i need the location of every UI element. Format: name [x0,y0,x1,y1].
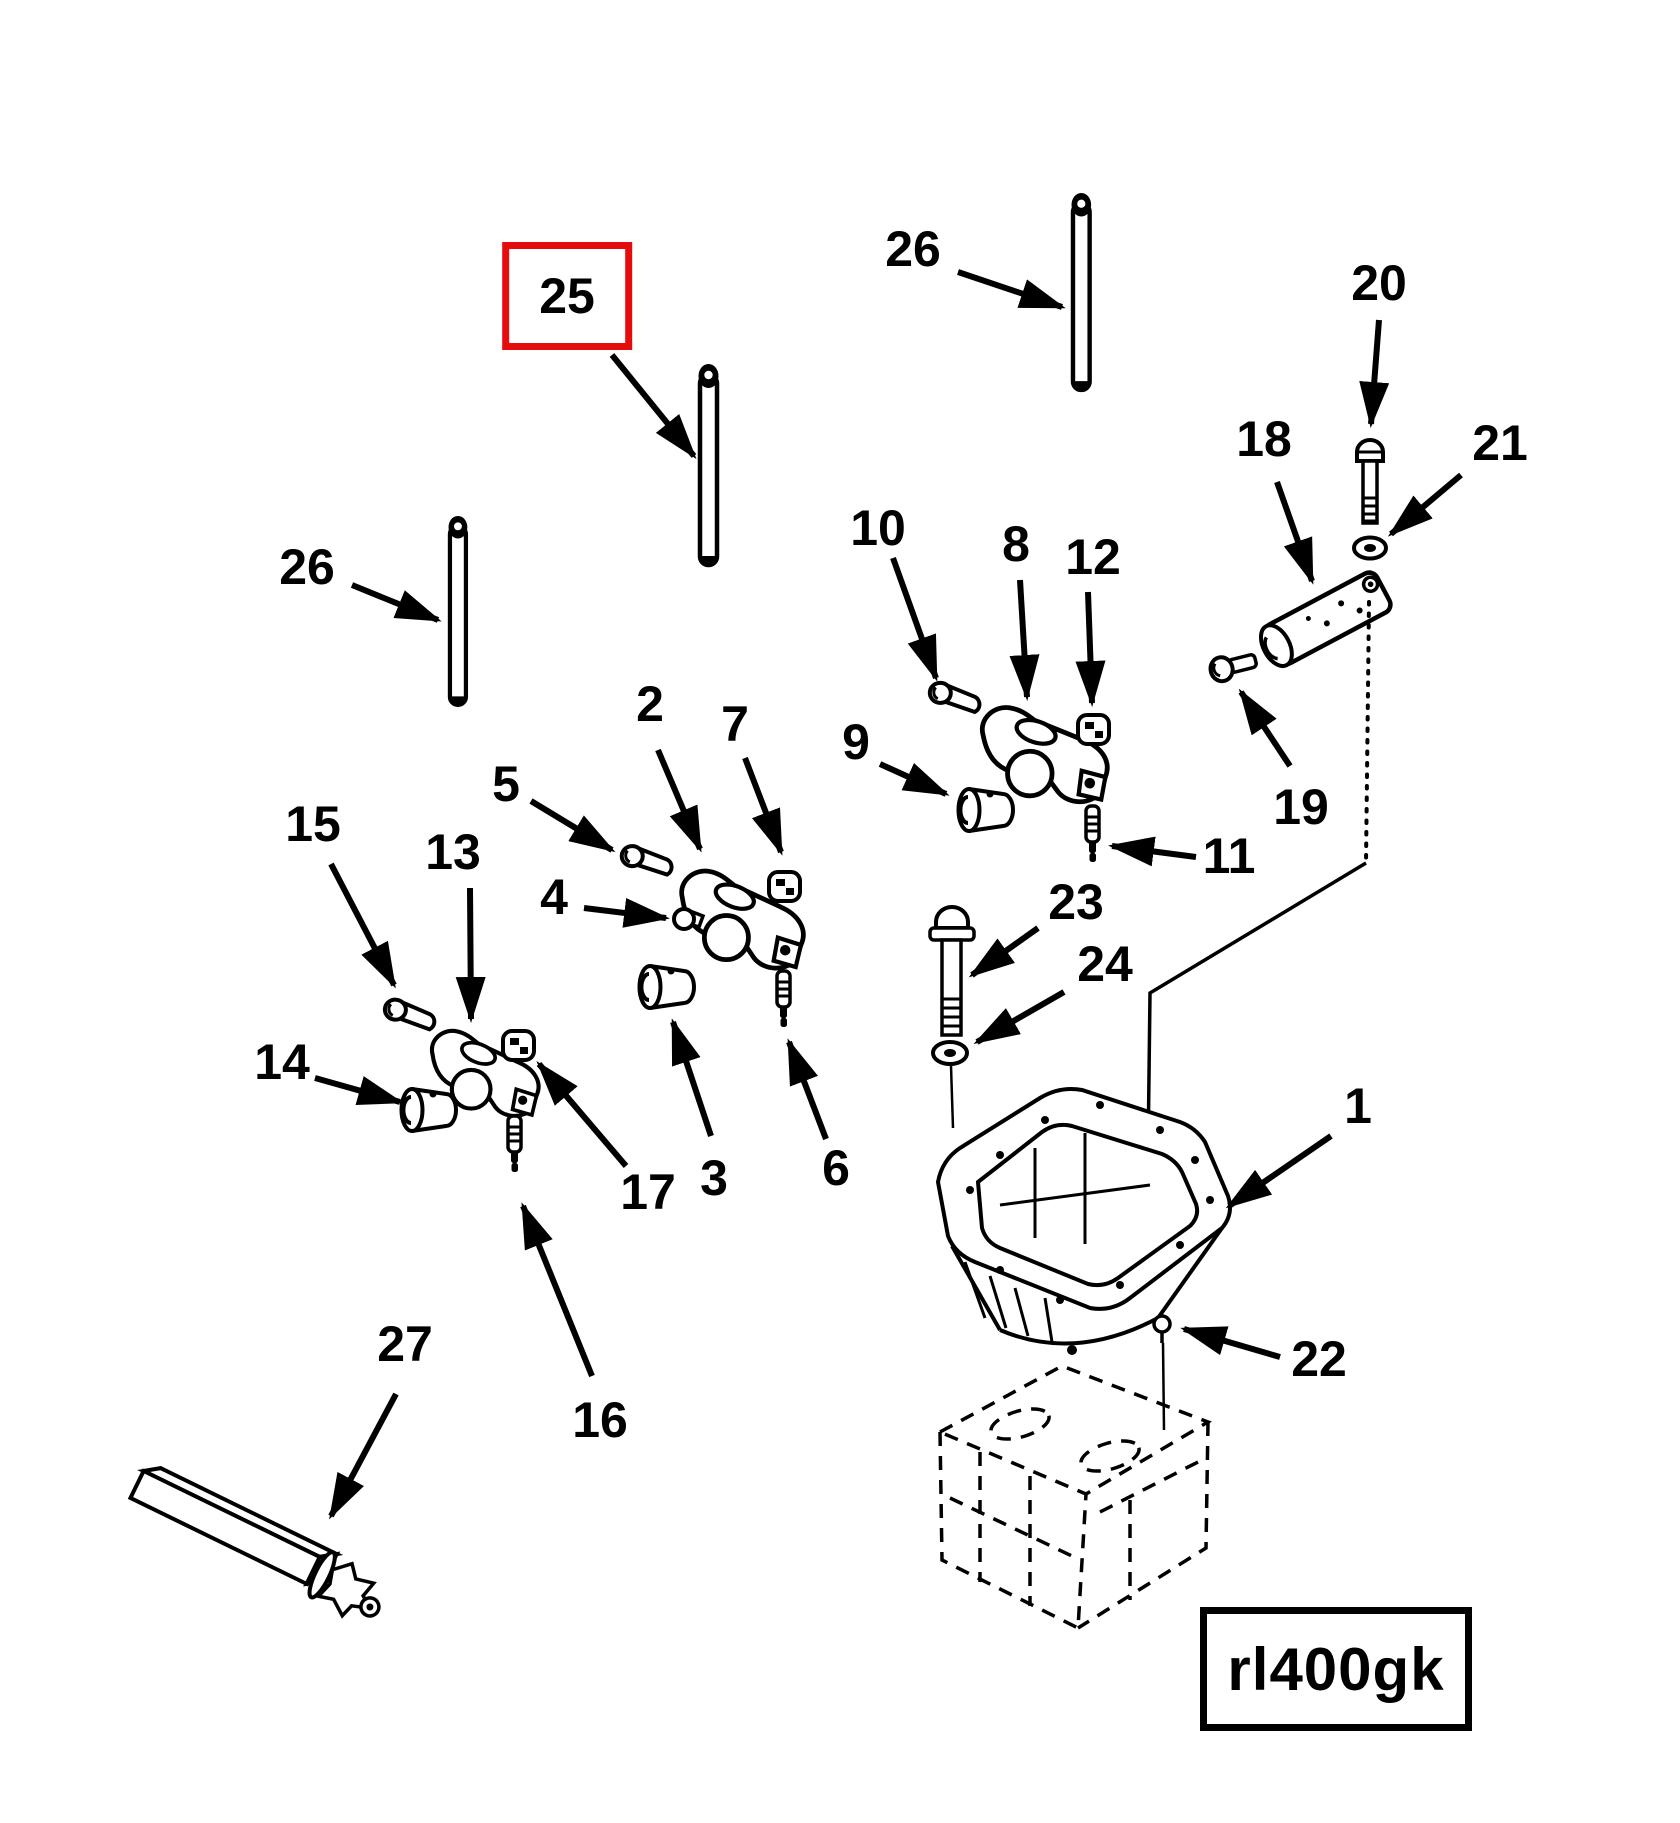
callout-arrow-4 [583,898,670,928]
part-oil-pan-1 [935,1087,1232,1355]
part-adjusting-screw-11 [1084,804,1101,864]
diagram-code-box: rl400gk [1200,1607,1472,1731]
callout-arrow-14 [314,1075,404,1106]
callout-arrow-19 [1238,688,1293,768]
callout-arrow-5 [529,798,616,853]
part-nut-7 [767,870,802,903]
part-ball-screw-15 [381,996,439,1032]
callout-arrows [314,269,1463,1520]
callout-arrow-25 [609,353,697,460]
part-drive-shaft-27 [127,1466,381,1619]
callout-arrow-15 [328,862,397,989]
part-ball-screw-10 [926,680,984,715]
callout-arrow-13 [455,887,486,1023]
part-washer-24 [931,1040,969,1129]
part-pushrod-26-left [449,516,468,705]
part-pivot-ball-4 [672,907,706,931]
callout-arrow-6 [786,1038,829,1141]
part-bolt-20 [1355,438,1385,525]
part-engine-block [935,1364,1213,1631]
callout-arrow-2 [655,748,703,853]
callout-arrow-8 [1009,579,1040,701]
part-rocker-shaft-18 [1258,570,1393,669]
callout-arrow-16 [520,1202,595,1378]
part-bushing-9 [956,787,1015,833]
part-pushrod-26-right [1072,193,1092,390]
part-bolt-23 [928,905,976,1037]
callout-arrow-23 [968,925,1040,978]
part-washer-21 [1352,535,1388,561]
part-adjusting-screw-6 [775,969,792,1029]
callout-arrow-27 [328,1392,399,1520]
part-bushing-3 [637,964,696,1010]
part-adjusting-screw-16 [506,1114,523,1174]
part-nut-17 [501,1029,536,1062]
part-bushing-14 [399,1087,458,1133]
callout-arrow-12 [1075,591,1106,707]
callout-arrow-21 [1387,472,1463,537]
callout-arrow-1 [1225,1133,1333,1209]
callout-arrow-26 [957,269,1066,310]
part-plug-22 [1152,1314,1172,1431]
part-pushrod-25 [699,364,719,565]
callout-arrow-26 [350,582,442,623]
callout-arrow-20 [1359,319,1390,428]
callout-arrow-11 [1108,836,1197,867]
diagram-code-label: rl400gk [1227,1635,1445,1703]
callout-arrow-22 [1180,1326,1281,1360]
callout-arrow-9 [878,761,950,797]
connector-line [1146,600,1371,1159]
part-ball-screw-5 [618,843,675,877]
callout-arrow-7 [742,756,784,856]
callout-arrow-17 [536,1060,629,1168]
callout-arrow-24 [973,989,1066,1045]
part-bolt-19 [1208,653,1258,684]
callout-arrow-18 [1274,481,1315,585]
part-nut-12 [1076,713,1111,746]
callout-arrow-3 [670,1018,714,1137]
callout-arrow-10 [890,556,939,682]
